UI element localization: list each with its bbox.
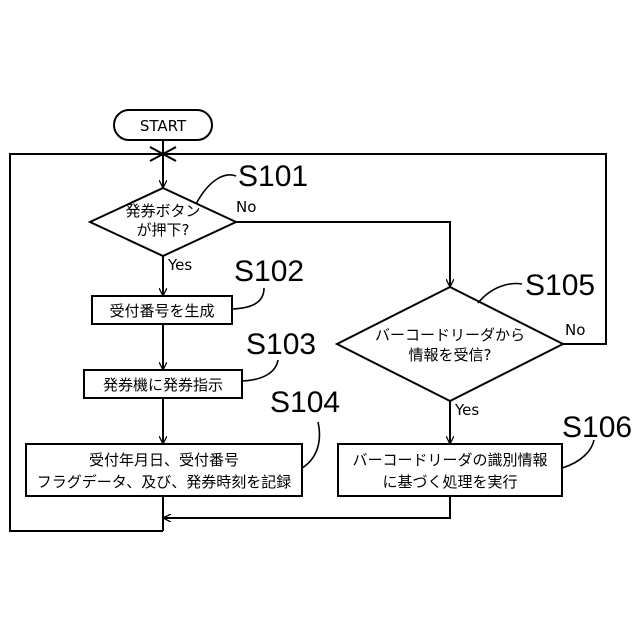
s104-text-line2: フラグデータ、及び、発券時刻を記録 bbox=[37, 473, 292, 491]
s101-yes-label: Yes bbox=[167, 256, 192, 274]
s105-yes-label: Yes bbox=[454, 401, 479, 419]
start-label: START bbox=[140, 117, 187, 135]
s106-text-line1: バーコードリーダの識別情報 bbox=[352, 451, 547, 469]
s103-text: 発券機に発券指示 bbox=[103, 376, 223, 394]
s105-step-label: S105 bbox=[525, 269, 595, 302]
s104-step-label: S104 bbox=[270, 386, 340, 419]
s102-leader bbox=[232, 288, 264, 309]
s103-step-label: S103 bbox=[246, 328, 316, 361]
s101-step-label: S101 bbox=[238, 160, 308, 193]
s101-text-line2: が押下? bbox=[137, 221, 190, 239]
s102-text: 受付番号を生成 bbox=[109, 302, 214, 320]
s104-text-line1: 受付年月日、受付番号 bbox=[89, 451, 239, 469]
s104-leader bbox=[302, 422, 319, 468]
s105-leader bbox=[478, 284, 522, 303]
s103-leader bbox=[242, 360, 278, 381]
s101-text-line1: 発券ボタン bbox=[125, 202, 200, 220]
s105-no-label: No bbox=[565, 321, 585, 339]
decision-s105 bbox=[337, 287, 563, 401]
s106-text-line2: に基づく処理を実行 bbox=[382, 473, 517, 491]
s106-leader bbox=[562, 440, 594, 468]
s105-text-line2: 情報を受信? bbox=[409, 346, 492, 364]
s102-step-label: S102 bbox=[234, 255, 304, 288]
connector-s106-to-loop bbox=[163, 496, 450, 518]
s105-text-line1: バーコードリーダから bbox=[375, 326, 525, 344]
s101-leader bbox=[196, 175, 236, 204]
s106-step-label: S106 bbox=[562, 411, 632, 444]
s101-no-label: No bbox=[236, 198, 256, 216]
